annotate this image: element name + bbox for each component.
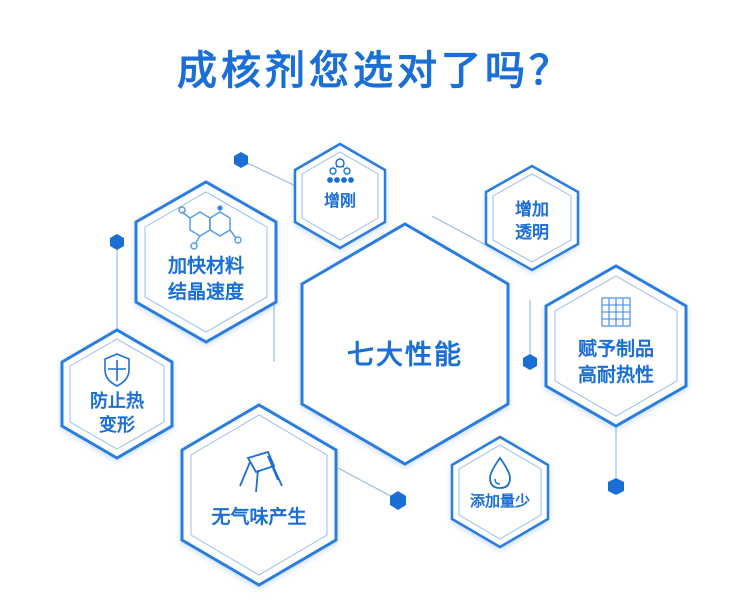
hexagon-heat-resistance (544, 264, 688, 428)
center-hexagon (300, 222, 510, 466)
molecule-icon (327, 158, 354, 183)
label-crystallization-line2: 结晶速度 (167, 280, 244, 303)
hexagon-transparency (484, 164, 580, 272)
center-label: 七大性能 (347, 340, 463, 371)
label-rigidity-text: 增刚 (323, 191, 356, 210)
label-heat-resistance-line1: 赋予制品 (577, 338, 654, 360)
label-low-dosage-text: 添加量少 (469, 492, 530, 510)
page-title: 成核剂您选对了吗？ (177, 48, 573, 94)
chair-icon (239, 450, 283, 493)
label-deformation-line1: 防止热 (90, 391, 144, 412)
label-deformation: 防止热 变形 (62, 390, 172, 439)
label-crystallization: 加快材料 结晶速度 (136, 254, 276, 305)
label-odorless: 无气味产生 (182, 505, 336, 531)
label-heat-resistance: 赋予制品 高耐热性 (546, 337, 686, 388)
label-low-dosage: 添加量少 (452, 491, 548, 511)
label-transparency: 增加 透明 (486, 199, 578, 245)
fabric-mesh-icon (601, 297, 631, 327)
label-transparency-line2: 透明 (515, 222, 549, 243)
hexagon-rigidity (293, 142, 387, 250)
droplet-icon (489, 456, 511, 489)
hexagon-crystallization (134, 180, 278, 344)
chemical-structure-icon (178, 205, 242, 250)
hexagon-deformation (60, 328, 174, 460)
label-odorless-text: 无气味产生 (211, 506, 307, 528)
label-crystallization-line1: 加快材料 (167, 255, 244, 277)
label-deformation-line2: 变形 (99, 415, 135, 437)
label-heat-resistance-line2: 高耐热性 (577, 363, 654, 386)
shield-icon (104, 353, 130, 387)
node-dots (110, 152, 624, 510)
hexagon-low-dosage (450, 435, 550, 549)
hexagon-odorless (180, 403, 338, 587)
label-rigidity: 增刚 (296, 190, 384, 212)
label-transparency-line1: 增加 (515, 200, 549, 220)
